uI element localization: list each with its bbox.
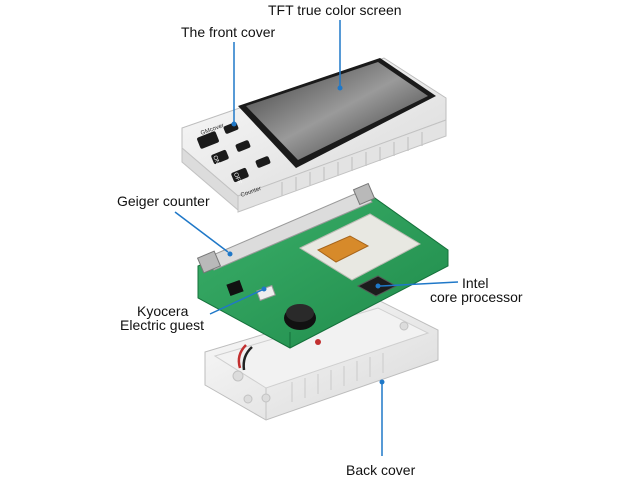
label-back-cover: Back cover <box>346 462 416 478</box>
circuit-board <box>196 182 449 349</box>
geiger-tube <box>196 182 376 274</box>
back-cover <box>204 299 439 421</box>
tft-screen <box>238 58 436 168</box>
front-cover: ON OFF GMcover Counter <box>181 57 447 213</box>
callout-line-intel <box>379 281 459 287</box>
label-kyocera-line1: Kyocera <box>137 303 189 319</box>
label-tft-screen: TFT true color screen <box>268 2 402 18</box>
label-geiger-counter: Geiger counter <box>117 193 210 209</box>
label-intel-line2: core processor <box>430 289 523 305</box>
on-button-label: ON <box>211 155 220 166</box>
label-intel-line1: Intel <box>462 275 489 291</box>
callout-line-geiger <box>174 211 229 253</box>
callout-line-kyocera <box>209 289 263 315</box>
label-front-cover: The front cover <box>181 24 276 40</box>
label-kyocera-line2: Electric guest <box>120 317 205 333</box>
callout-lines <box>174 20 459 456</box>
off-button-label: OFF <box>232 172 242 186</box>
buzzer <box>284 304 316 330</box>
